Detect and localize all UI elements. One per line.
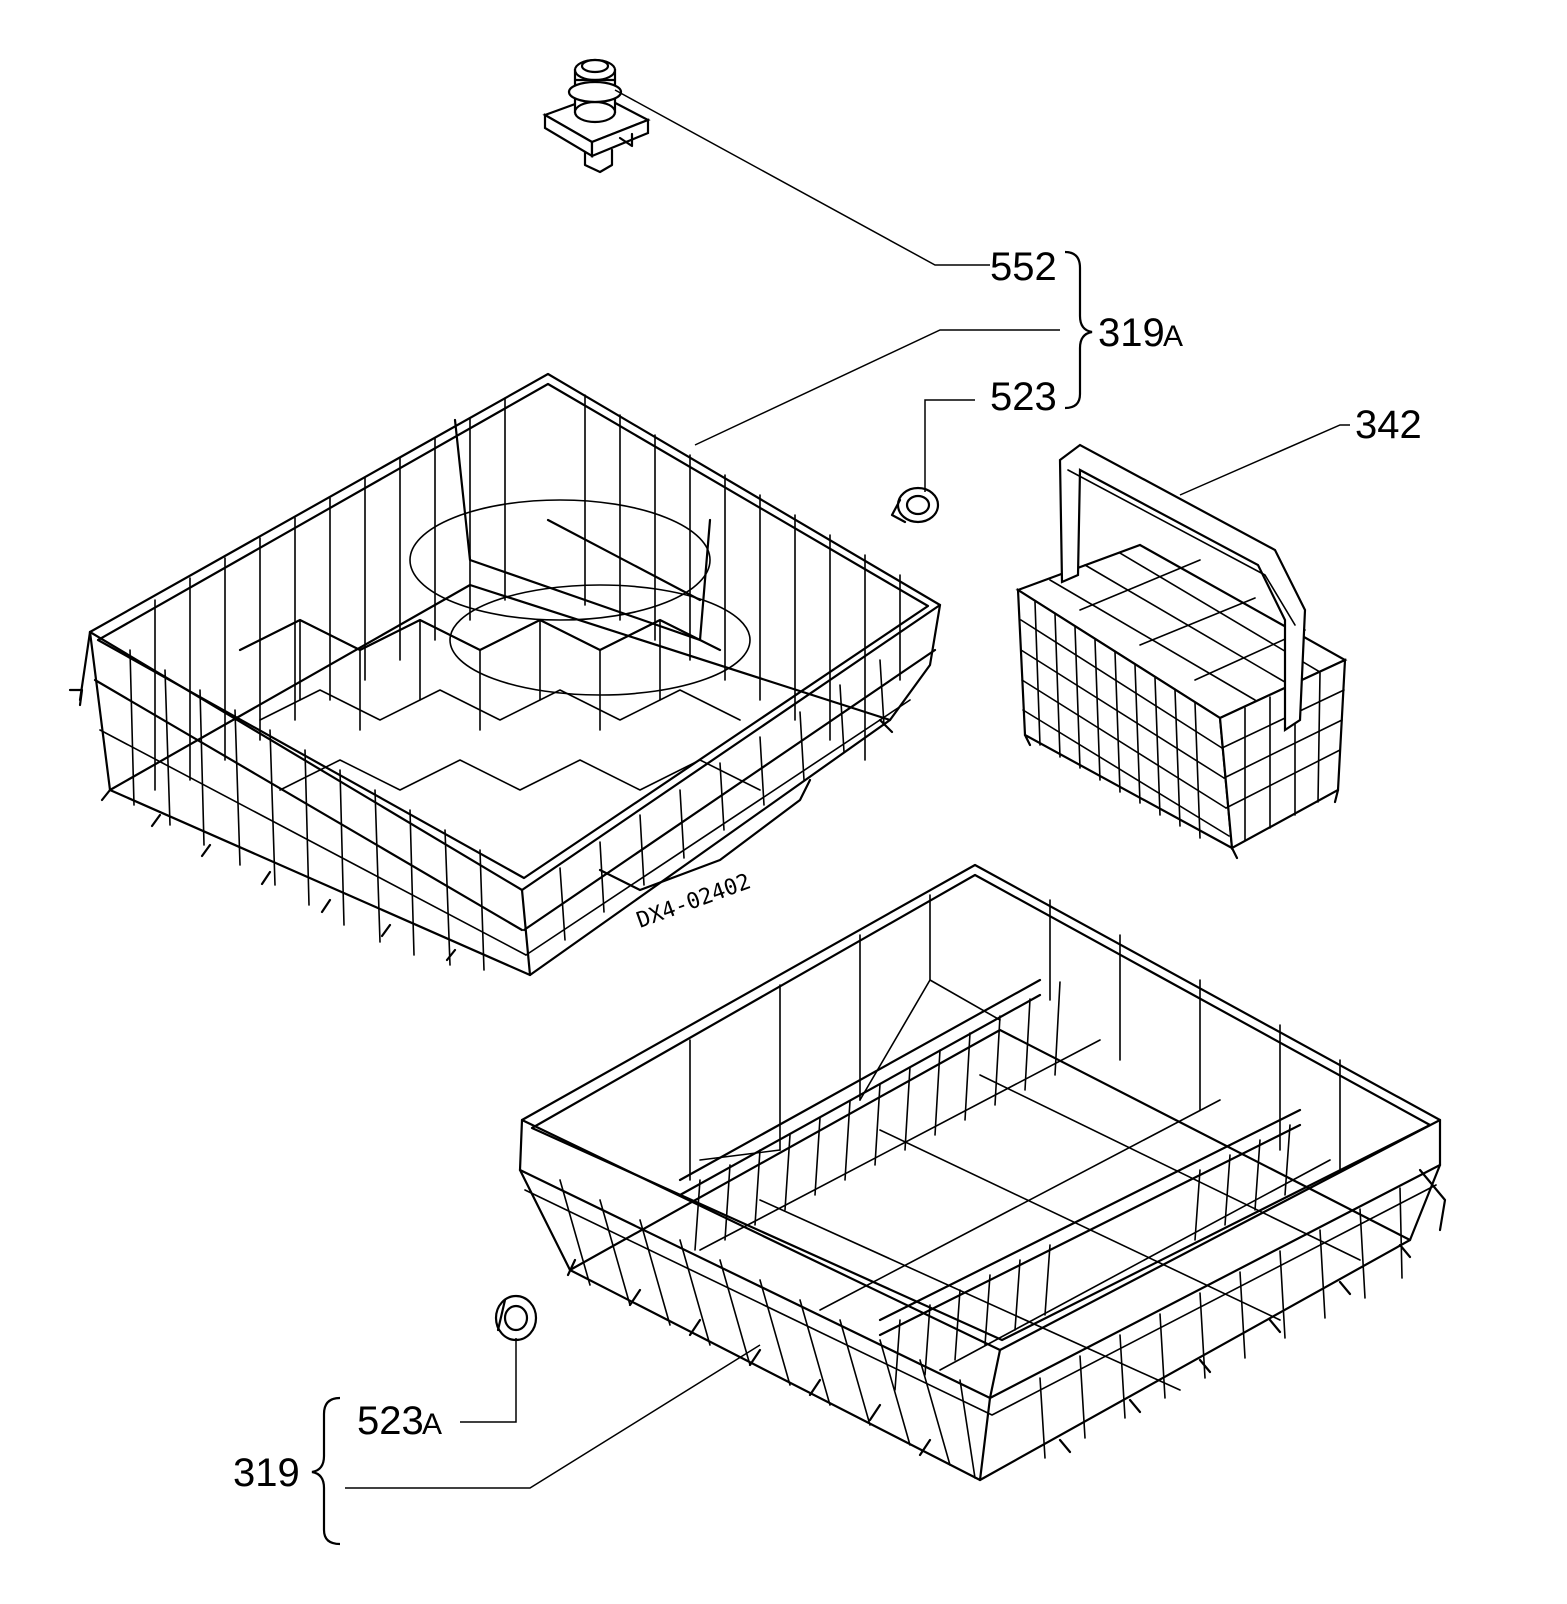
cutlery-basket-icon (1015, 443, 1348, 860)
label-523A-suffix: A (422, 1408, 442, 1441)
group-bracket-319 (311, 1396, 341, 1546)
wheel-icon (494, 1294, 538, 1342)
label-552: 552 (990, 245, 1057, 289)
label-523A: 523 (357, 1399, 424, 1443)
upper-basket-icon (68, 372, 942, 977)
label-319A: 319 (1098, 311, 1165, 355)
basket-adjuster-icon (542, 58, 651, 174)
label-342: 342 (1355, 403, 1422, 447)
lower-basket-icon (518, 863, 1447, 1482)
leader-lines (345, 89, 1350, 1489)
wheel-icon (890, 486, 940, 524)
group-bracket-319A (1064, 250, 1093, 410)
label-319: 319 (233, 1451, 300, 1495)
drawing-code: DX4-02402 (634, 869, 755, 933)
label-523: 523 (990, 375, 1057, 419)
label-319A-suffix: A (1163, 320, 1183, 353)
